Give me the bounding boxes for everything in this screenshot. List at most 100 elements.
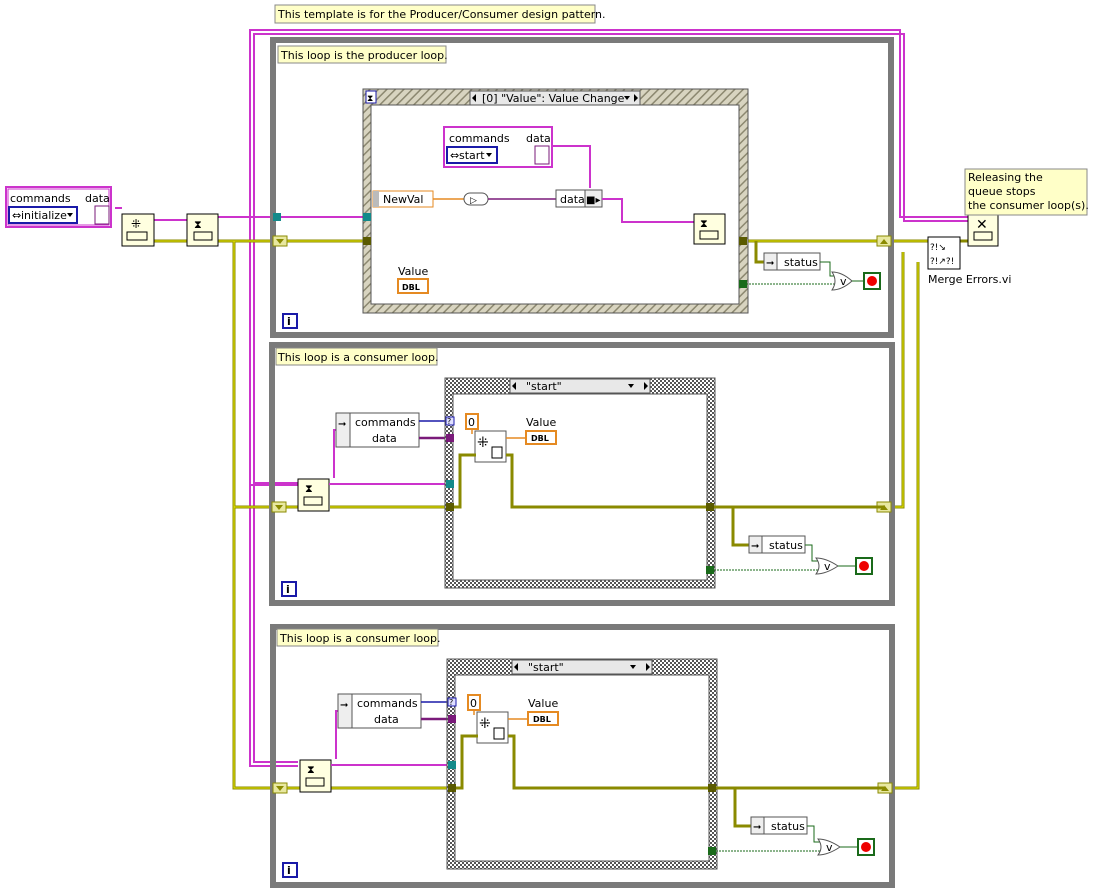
svg-text:⧗: ⧗ [367,94,373,104]
consumer-while-loop-1[interactable] [269,342,895,606]
queue-element-constant[interactable]: commands data ⇔ initialize [5,186,112,228]
unbundle-node-2[interactable]: ➞ commands data [337,693,422,729]
consumer2-unbundle-status[interactable]: ➞ status [750,816,808,835]
svg-text:This loop is a consumer loop.: This loop is a consumer loop. [279,632,440,645]
svg-text:?: ? [447,417,451,426]
svg-text:"start": "start" [526,380,562,393]
bundle-by-name-node[interactable]: data ■▸ [555,189,603,208]
variant-data-box [94,205,110,225]
value-indicator-2[interactable]: Value DBL [527,697,559,726]
decrement-arrow-icon[interactable] [514,663,518,671]
svg-text:commands: commands [449,132,510,145]
svg-text:Releasing the: Releasing the [968,171,1043,184]
consumer2-stop-terminal[interactable] [857,838,875,856]
svg-text:data: data [374,713,399,726]
release-queue-node[interactable]: ✕ [967,213,999,247]
enqueue-initial-node[interactable]: ⧗ [186,213,219,247]
svg-text:Value: Value [528,697,558,710]
svg-text:start: start [459,149,485,162]
enqueue-event-node[interactable]: ⧗ [693,213,726,245]
svg-text:queue stops: queue stops [968,185,1036,198]
svg-text:⇔: ⇔ [450,149,459,162]
enum-start[interactable] [446,146,498,164]
producer-stop-terminal[interactable] [863,272,881,290]
consumer2-or-node[interactable]: v [817,838,841,856]
consumer1-or-node[interactable]: v [815,557,839,575]
svg-text:Value: Value [526,416,556,429]
dequeue-node-1[interactable]: ⧗ [297,478,330,512]
enum-initialize[interactable] [8,206,78,224]
svg-text:DBL: DBL [402,283,420,292]
svg-text:the consumer loop(s).: the consumer loop(s). [968,199,1089,212]
svg-text:v: v [826,841,833,854]
obtain-queue-node[interactable]: ⁜ [121,213,155,247]
svg-text:data: data [560,193,585,206]
svg-text:This loop is a consumer loop.: This loop is a consumer loop. [277,351,438,364]
svg-text:⁜: ⁜ [479,716,491,732]
svg-text:0: 0 [468,416,475,429]
event-timeout-icon [365,90,377,104]
merge-errors-label: Merge Errors.vi [928,273,1011,286]
to-variant-node[interactable]: ▷ [463,192,489,206]
svg-text:i: i [287,864,291,877]
event-structure[interactable]: ⧗ [0] "Value": Value Change [362,88,749,314]
hourglass-icon: ⧗ [307,763,315,776]
svg-text:?!↗?!: ?!↗?! [930,257,954,267]
svg-text:⇔: ⇔ [12,209,21,222]
svg-text:?: ? [449,698,453,707]
producer-or-node[interactable]: v [831,271,853,291]
svg-text:➞: ➞ [338,419,346,430]
svg-text:Value: Value [398,265,428,278]
variant-to-data-node-1[interactable]: ⁜ [474,430,507,463]
chevron-down-icon [67,213,73,217]
svg-text:■▸: ■▸ [586,195,600,206]
consumer1-iteration-terminal [281,581,297,597]
svg-text:▷: ▷ [470,196,477,206]
zero-constant-2[interactable]: 0 [467,694,481,711]
increment-arrow-icon[interactable] [646,663,650,671]
unbundle-node-1[interactable]: ➞ commands data [335,412,420,448]
close-icon: ✕ [976,217,988,233]
svg-text:?!↘: ?!↘ [930,243,946,253]
svg-text:v: v [840,275,847,288]
hourglass-icon: ⧗ [305,482,313,495]
data-label: data [85,192,110,205]
svg-text:➞: ➞ [340,700,348,711]
producer-unbundle-status[interactable]: ➞ status [763,252,821,271]
svg-text:⁜: ⁜ [477,435,489,451]
zero-constant-1[interactable]: 0 [465,413,479,430]
consumer-while-loop-2[interactable] [270,624,895,888]
dequeue-node-2[interactable]: ⧗ [299,759,332,793]
case-structure-2[interactable]: "start" [446,658,718,870]
template-comment: This template is for the Producer/Consum… [274,4,606,24]
merge-errors-node[interactable]: ?!↘ ?!↗?! [927,236,961,270]
increment-arrow-icon[interactable] [634,94,638,102]
chevron-down-icon [630,665,636,669]
increment-arrow-icon[interactable] [644,382,648,390]
decrement-arrow-icon[interactable] [472,94,476,102]
variant-to-data-node-2[interactable]: ⁜ [476,711,509,744]
svg-text:NewVal: NewVal [383,193,423,206]
decrement-arrow-icon[interactable] [512,382,516,390]
producer-iteration-terminal [282,313,298,329]
value-control-producer[interactable]: Value DBL [397,265,429,294]
svg-text:v: v [824,560,831,573]
obtain-queue-icon: ⁜ [131,217,141,231]
svg-text:data: data [372,432,397,445]
case-structure-1[interactable]: "start" [444,377,716,589]
newval-terminal[interactable]: NewVal [372,190,434,208]
queue-wire [115,29,968,767]
commands-label: commands [10,192,71,205]
enum-initialize-value: initialize [21,209,67,222]
value-indicator-1[interactable]: Value DBL [525,416,557,445]
hourglass-icon: ⧗ [700,217,708,230]
case-selector-2[interactable] [511,659,653,675]
consumer1-unbundle-status[interactable]: ➞ status [748,535,806,554]
svg-text:➞: ➞ [766,258,774,269]
producer-while-loop[interactable] [270,37,894,338]
event-selector[interactable] [469,90,641,106]
svg-text:data: data [526,132,551,145]
case-selector-1[interactable] [509,378,651,394]
start-cluster-constant[interactable]: commands data ⇔ start [443,126,553,168]
consumer1-stop-terminal[interactable] [855,557,873,575]
